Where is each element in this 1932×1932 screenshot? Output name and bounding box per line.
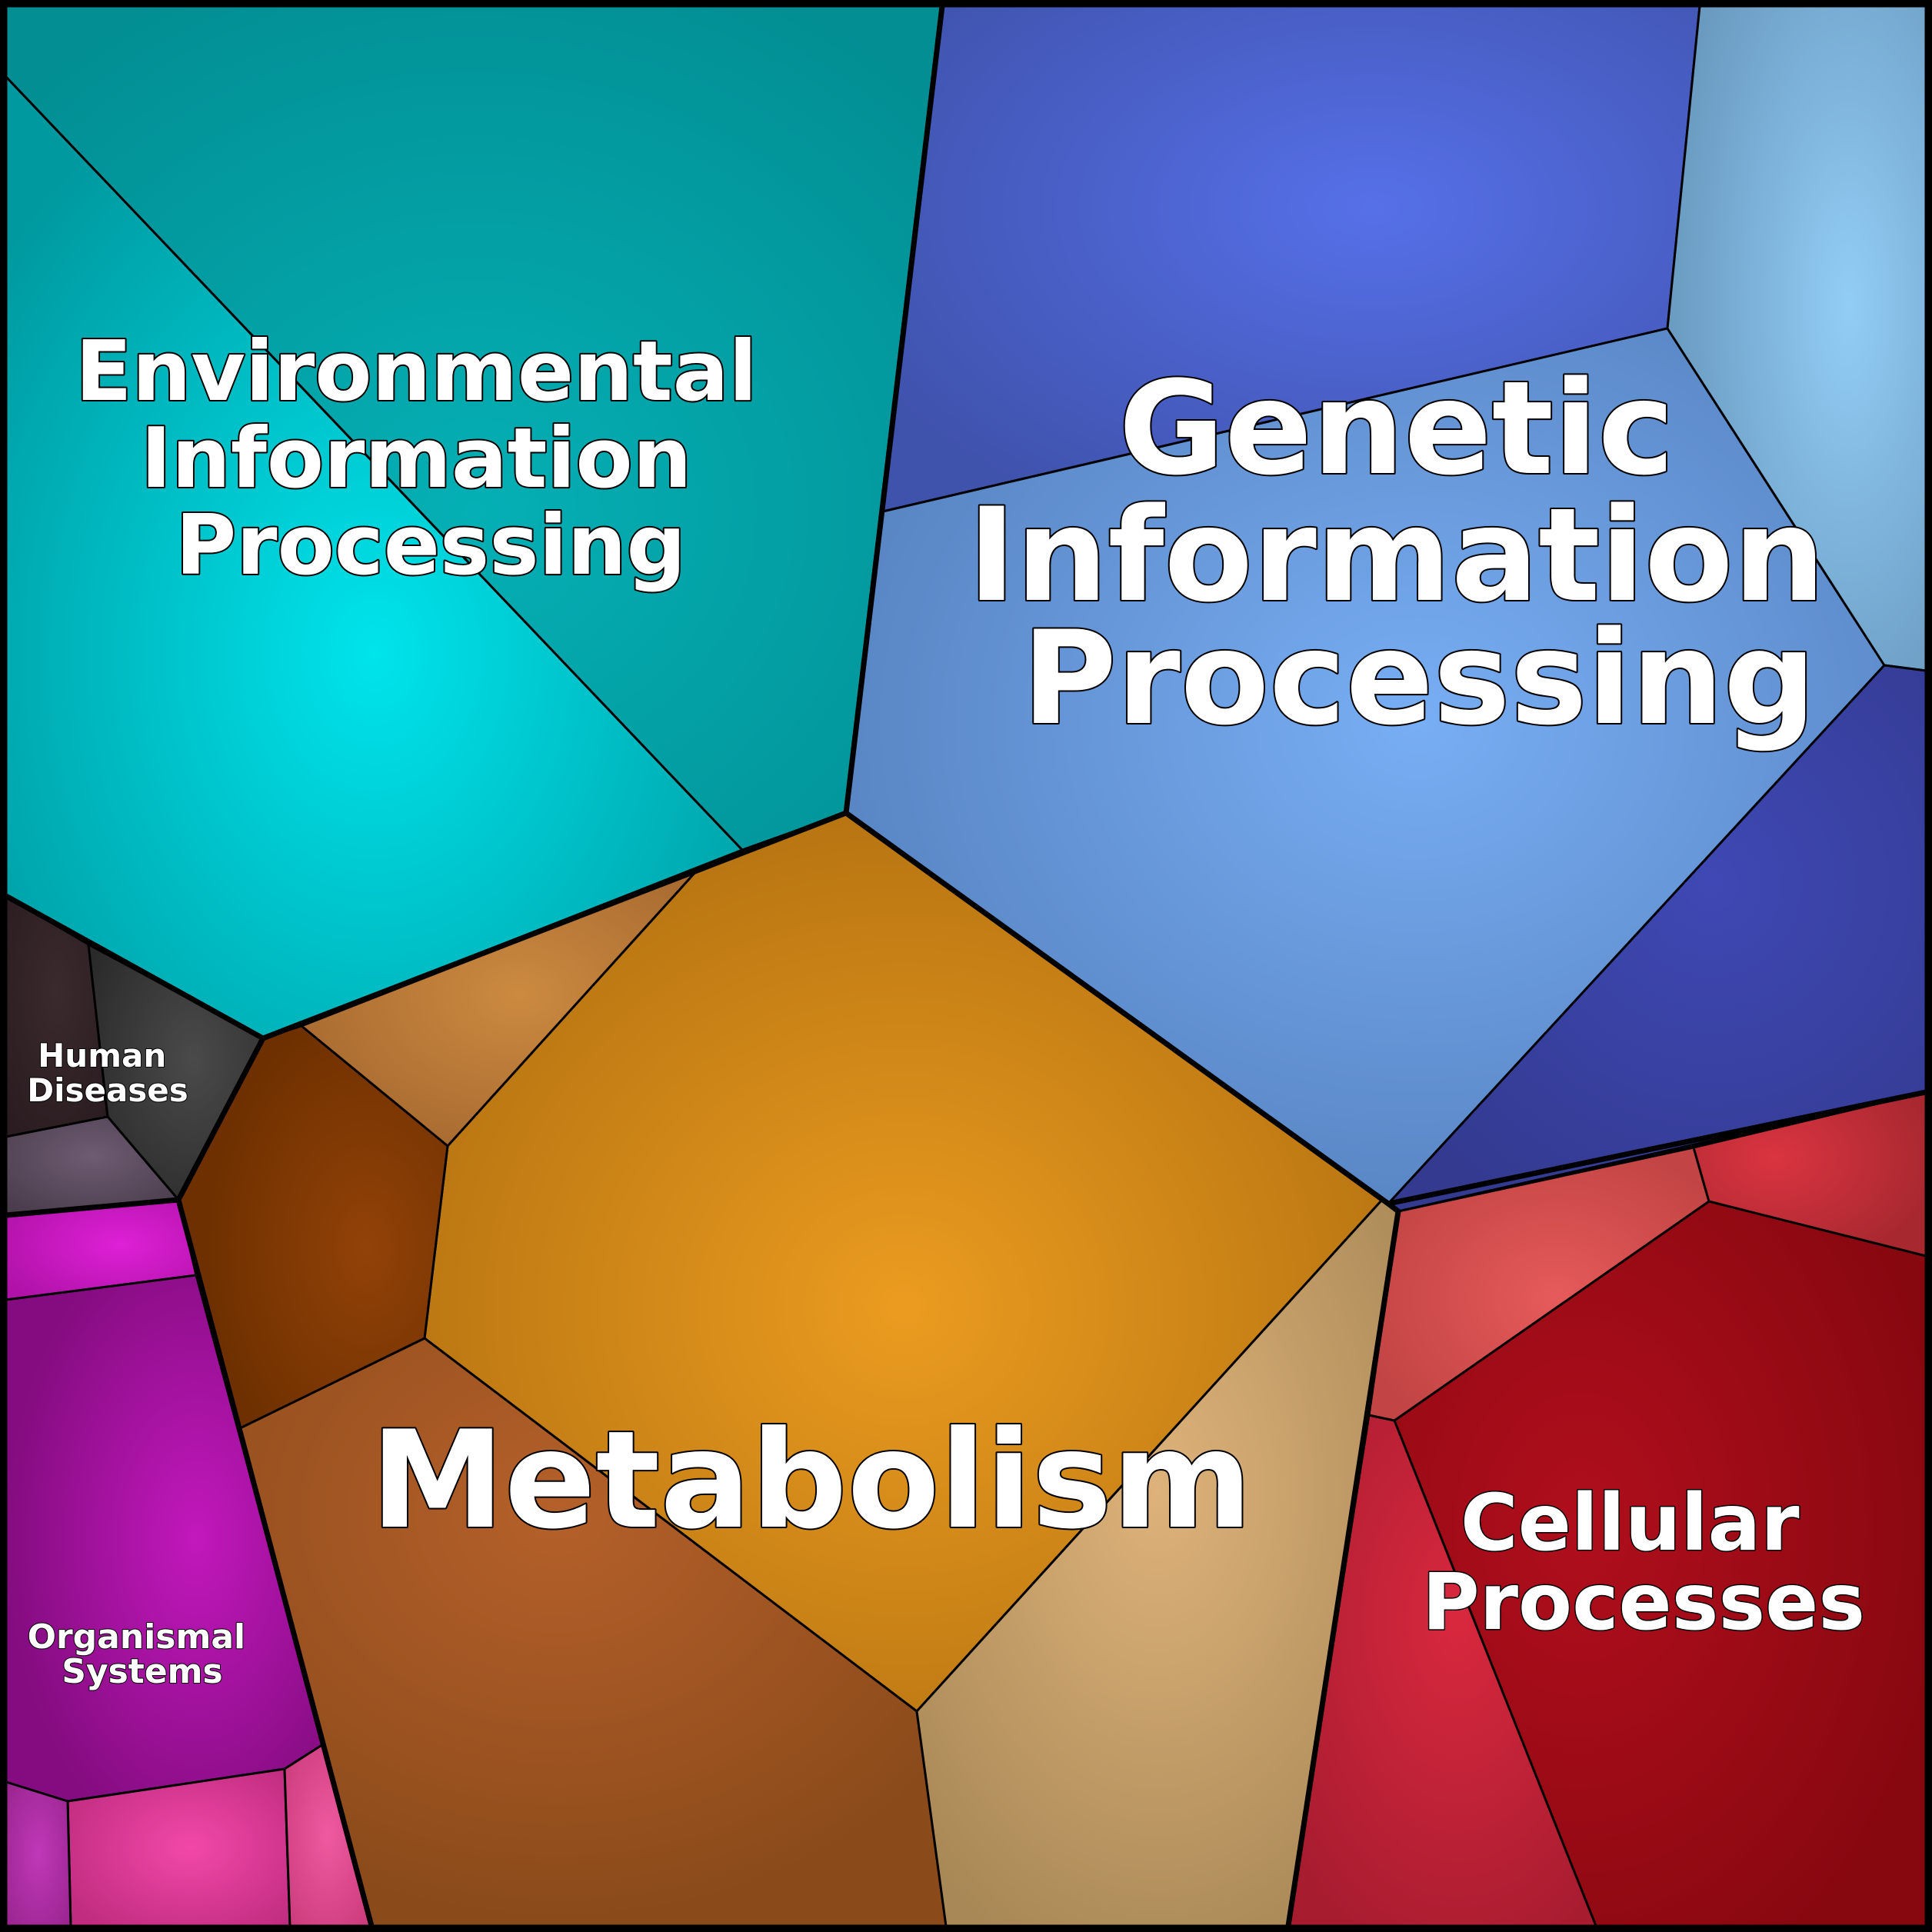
label-environmental-information-processing: Environmental Information Processing: [75, 324, 786, 594]
label-metabolism: Metabolism: [371, 1403, 1253, 1559]
category-cellular-processes: [1287, 1091, 1927, 1927]
label-genetic-information-processing: Genetic Information Processing: [968, 353, 1870, 754]
cell-genetic-4: [1386, 664, 1927, 1213]
cell-organismal-4: [5, 1780, 72, 1927]
category-genetic-information-processing: [844, 5, 1927, 1213]
category-metabolism: [177, 811, 1400, 1927]
label-human-diseases: Human Diseases: [27, 1037, 188, 1109]
label-cellular-processes: Cellular Processes: [1422, 1477, 1865, 1648]
label-organismal-systems: Organismal Systems: [28, 1617, 258, 1691]
